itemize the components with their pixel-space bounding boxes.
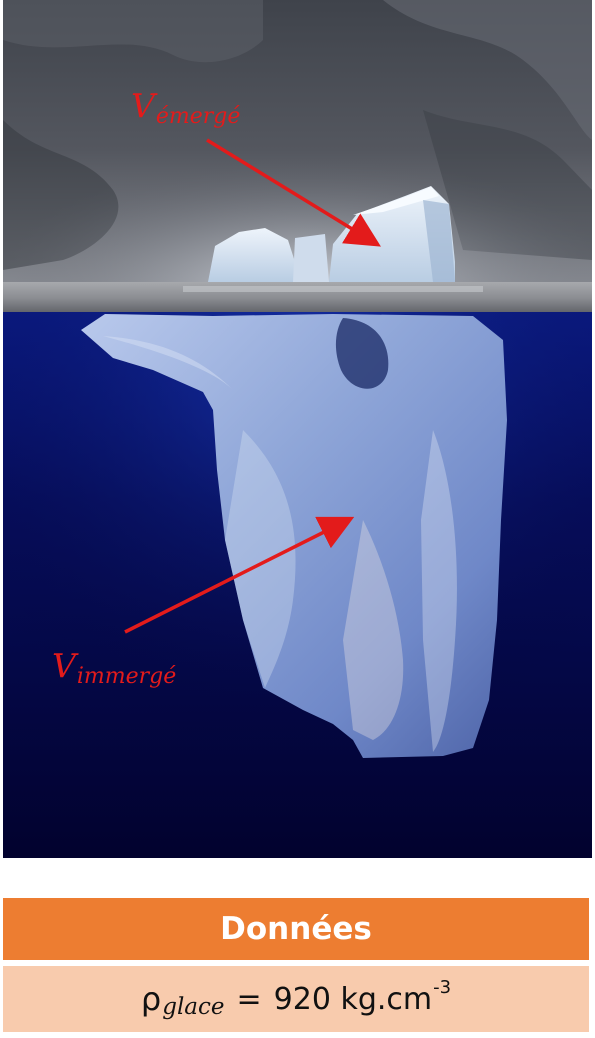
data-table-header: Données: [3, 898, 589, 960]
density-subscript: glace: [162, 994, 225, 1020]
label-v-emerge: Vémergé: [131, 86, 240, 128]
density-exponent: -3: [433, 976, 452, 998]
iceberg-illustration: [3, 0, 592, 858]
label-v-immerge: Vimmergé: [52, 646, 176, 688]
label-v-immerge-main: V: [52, 646, 76, 685]
equals-sign: =: [236, 981, 262, 1017]
density-value: 920 kg.cm: [273, 981, 433, 1017]
arrow-emerge: [206, 138, 381, 247]
label-v-emerge-main: V: [131, 86, 155, 125]
emerged-iceberg: [208, 186, 455, 282]
label-v-immerge-sub: immergé: [76, 664, 177, 689]
density-symbol: ρ: [140, 980, 162, 1018]
label-v-emerge-sub: émergé: [155, 104, 241, 129]
submerged-iceberg: [81, 314, 507, 758]
arrow-immerge: [124, 516, 355, 634]
iceberg-svg: [3, 0, 592, 858]
